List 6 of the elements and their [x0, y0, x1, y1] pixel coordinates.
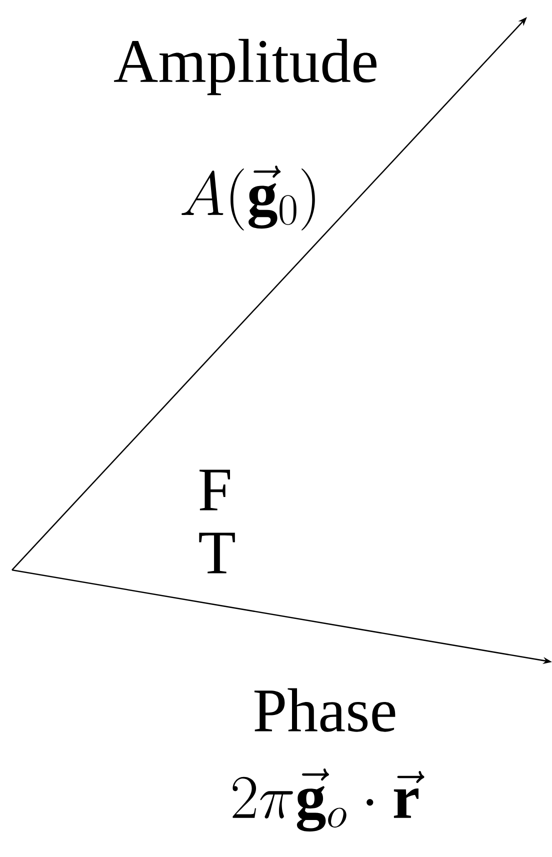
letter-label: T: [199, 532, 235, 574]
formula-label: $A(\vec{\mathbf{g}}_0)$: [182, 166, 315, 230]
letter-label: F: [200, 470, 230, 510]
word-label: Amplitude: [114, 38, 376, 96]
formula-label: $2\pi\vec{\mathbf{g}}_{o}\cdot\vec{\mathbf{r}}$: [232, 768, 424, 832]
word-label: Phase: [254, 688, 396, 732]
